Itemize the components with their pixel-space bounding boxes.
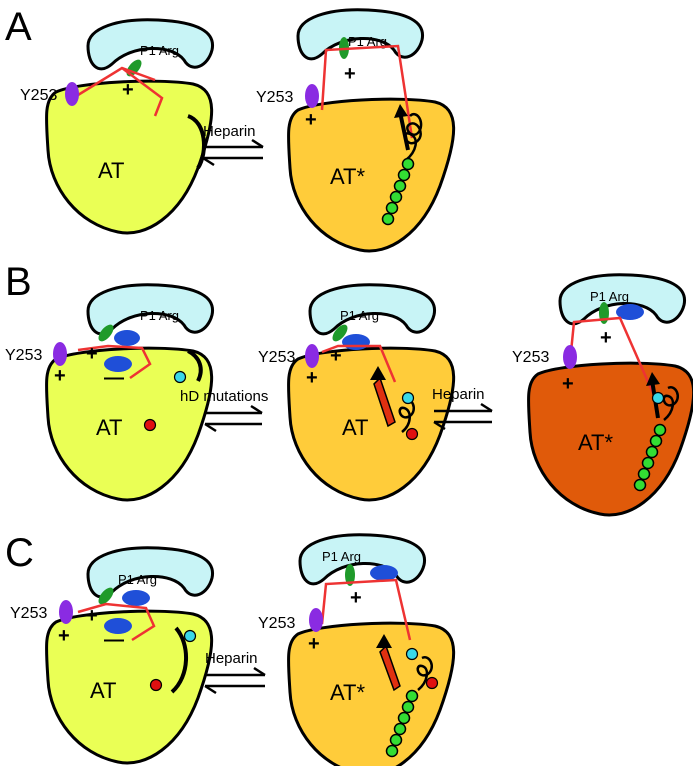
y253-label: Y253 bbox=[258, 615, 295, 632]
red-dot bbox=[425, 676, 439, 690]
heparin-label: Heparin bbox=[205, 650, 258, 667]
loop-line bbox=[320, 578, 412, 641]
plus-sign: + bbox=[86, 605, 98, 627]
p1-label: P1 Arg bbox=[340, 308, 379, 323]
at-label: AT bbox=[90, 678, 116, 703]
red-dot bbox=[405, 427, 419, 441]
y253-marker bbox=[563, 345, 577, 369]
p1-label: P1 Arg bbox=[140, 308, 179, 323]
rcl-head-b-native: P1 Arg bbox=[86, 283, 215, 342]
molecule-c-native: AT bbox=[44, 609, 214, 765]
rcl-head-c-native: P1 Arg bbox=[86, 546, 215, 605]
at-label: AT bbox=[96, 415, 122, 440]
heparin-label: Heparin bbox=[203, 123, 256, 140]
loop-line bbox=[568, 316, 658, 401]
rcl-head-a-active: P1 Arg bbox=[296, 8, 425, 61]
helix-d-b-intermediate bbox=[370, 366, 415, 433]
strand-1a bbox=[170, 626, 189, 694]
plus-sign: + bbox=[305, 109, 317, 131]
p1-label: P1 Arg bbox=[590, 289, 629, 304]
helix-d-c-active bbox=[376, 634, 433, 692]
blue-blob bbox=[104, 618, 132, 634]
equilibrium-arrow-b2: Heparin bbox=[432, 386, 493, 431]
plus-sign: + bbox=[58, 625, 70, 647]
red-dot bbox=[143, 418, 157, 432]
plus-sign: + bbox=[600, 327, 612, 349]
molecule-a-native: AT bbox=[44, 79, 214, 235]
y253-label: Y253 bbox=[512, 349, 549, 366]
heparin-label: Heparin bbox=[432, 386, 485, 403]
at-star-label: AT* bbox=[578, 430, 613, 455]
at-star-label: AT* bbox=[330, 680, 365, 705]
strand-1a bbox=[187, 114, 206, 170]
blue-blob bbox=[114, 330, 140, 346]
y253-marker bbox=[59, 600, 73, 624]
at-label: AT bbox=[342, 415, 368, 440]
p1-label: P1 Arg bbox=[118, 572, 157, 587]
panel-label-a: A bbox=[5, 5, 32, 49]
plus-sign: + bbox=[122, 79, 134, 101]
equilibrium-arrow-c: Heparin bbox=[204, 650, 266, 695]
y253-label: Y253 bbox=[258, 349, 295, 366]
p1-label: P1 Arg bbox=[348, 34, 387, 49]
blue-blob bbox=[104, 356, 132, 372]
red-dot bbox=[149, 678, 163, 692]
y253-marker bbox=[305, 84, 319, 108]
panel-label-c: C bbox=[5, 531, 34, 575]
helix-d-a bbox=[394, 104, 423, 161]
plus-sign: + bbox=[344, 63, 356, 85]
minus-sign: — bbox=[104, 367, 124, 389]
at-label: AT bbox=[98, 158, 124, 183]
molecule-a-active: AT* bbox=[286, 97, 456, 253]
y253-marker bbox=[309, 608, 323, 632]
heparin-chain bbox=[385, 689, 419, 758]
y253-label: Y253 bbox=[20, 87, 57, 104]
rcl-head-b-intermediate: P1 Arg bbox=[308, 283, 437, 342]
y253-label: Y253 bbox=[10, 605, 47, 622]
cyan-dot bbox=[401, 391, 415, 405]
y253-marker bbox=[53, 342, 67, 366]
p1-label: P1 Arg bbox=[140, 43, 179, 58]
plus-sign: + bbox=[86, 343, 98, 365]
plus-sign: + bbox=[350, 587, 362, 609]
cyan-dot bbox=[651, 391, 665, 405]
molecule-c-active: AT* bbox=[286, 621, 456, 766]
hd-mutations-label: hD mutations bbox=[180, 388, 268, 405]
blue-blob bbox=[370, 565, 398, 581]
minus-sign: — bbox=[104, 629, 124, 651]
equilibrium-arrow-a: Heparin bbox=[202, 123, 264, 167]
plus-sign: + bbox=[330, 345, 342, 367]
blue-blob bbox=[342, 334, 370, 350]
plus-sign: + bbox=[308, 633, 320, 655]
molecule-b-intermediate: AT bbox=[286, 346, 456, 502]
p1-label: P1 Arg bbox=[322, 549, 361, 564]
cyan-dot bbox=[405, 647, 419, 661]
heparin-chain bbox=[633, 423, 667, 492]
loop-line bbox=[121, 67, 164, 117]
loop-line bbox=[77, 602, 156, 642]
y253-marker bbox=[305, 344, 319, 368]
molecule-b-active: AT* bbox=[526, 361, 693, 517]
y253-label: Y253 bbox=[256, 89, 293, 106]
heparin-chain bbox=[381, 157, 415, 226]
plus-sign: + bbox=[562, 373, 574, 395]
equilibrium-arrow-b1: hD mutations bbox=[180, 388, 268, 433]
y253-label: Y253 bbox=[5, 347, 42, 364]
rcl-head-c-active: P1 Arg bbox=[298, 533, 427, 586]
panel-label-b: B bbox=[5, 260, 32, 304]
molecule-b-native: AT bbox=[44, 346, 214, 502]
loop-line bbox=[320, 44, 414, 139]
loop-line bbox=[77, 344, 152, 380]
blue-blob bbox=[122, 590, 150, 606]
loop-line bbox=[321, 344, 397, 383]
cyan-dot bbox=[173, 370, 187, 384]
blue-blob bbox=[616, 304, 644, 320]
rcl-head-a-native: P1 Arg bbox=[86, 18, 215, 77]
at-star-label: AT* bbox=[330, 164, 365, 189]
plus-sign: + bbox=[306, 367, 318, 389]
plus-sign: + bbox=[54, 365, 66, 387]
cyan-dot bbox=[183, 629, 197, 643]
y253-marker bbox=[65, 82, 79, 106]
